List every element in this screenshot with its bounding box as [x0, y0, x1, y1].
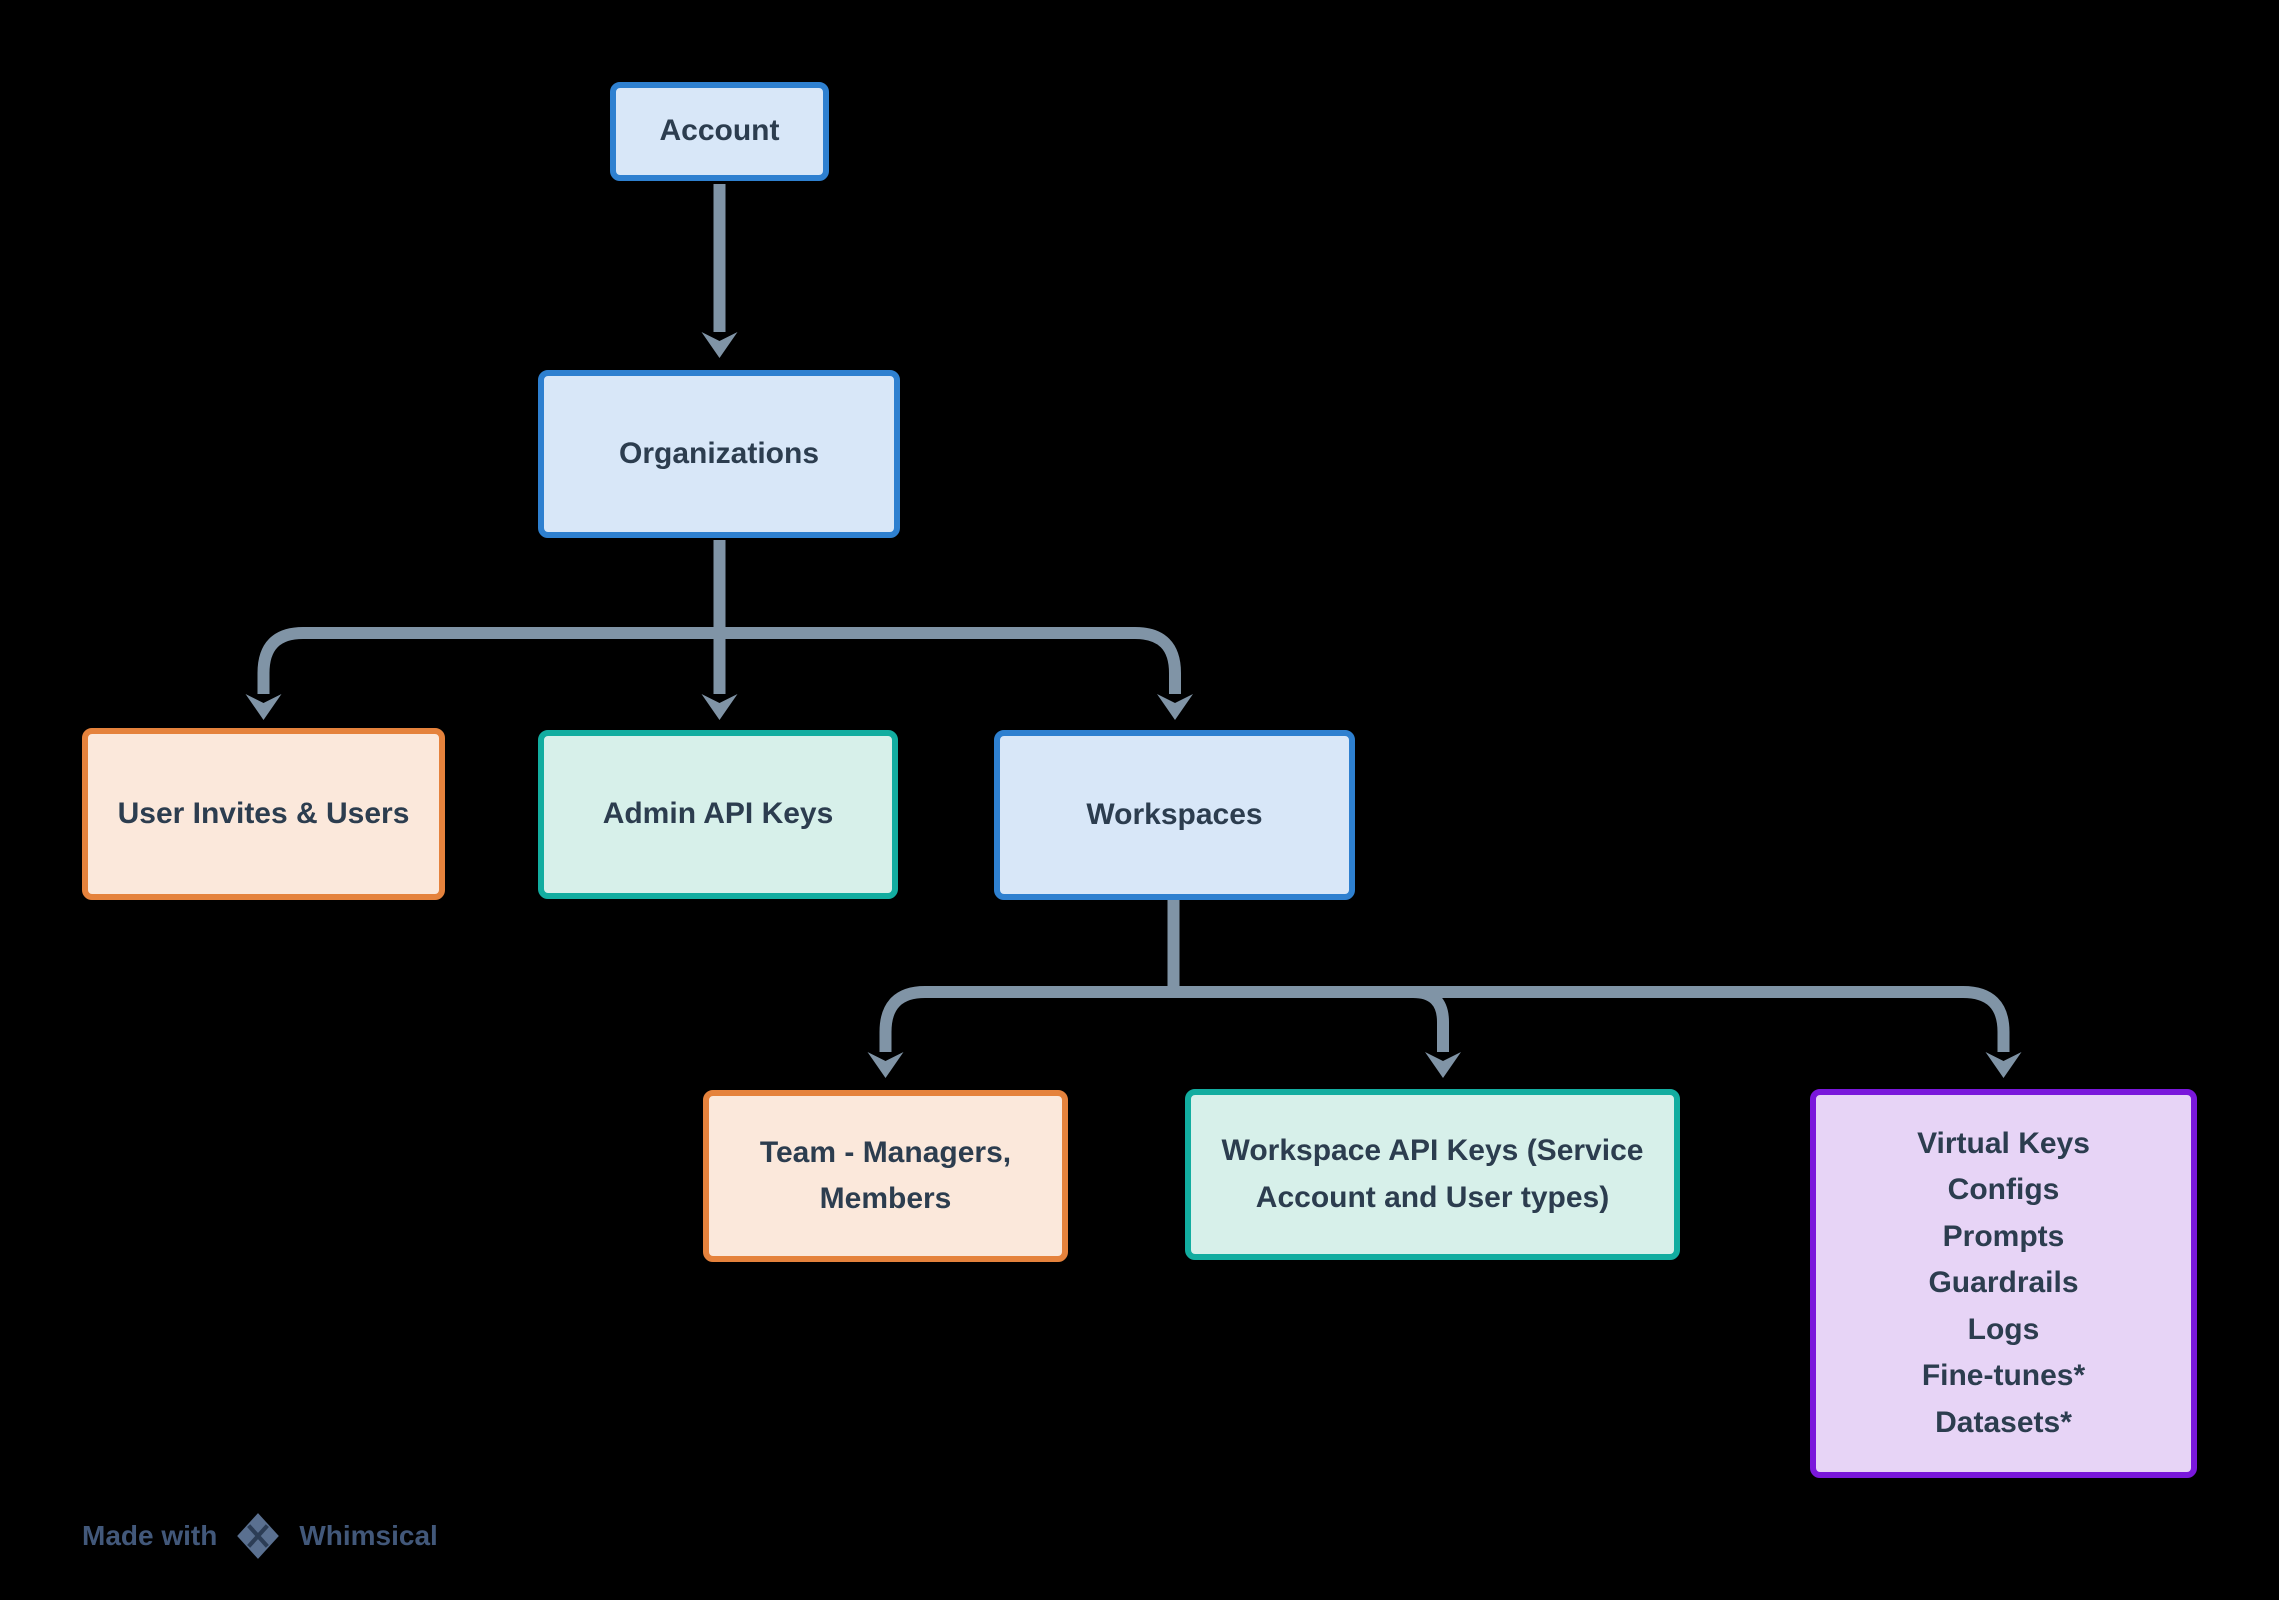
guardrails-line: Guardrails	[1928, 1266, 2079, 1300]
logs-line: Logs	[1967, 1312, 2040, 1346]
fine-tunes-line: Fine-tunes*	[1921, 1359, 2086, 1393]
node-workspaces: Workspaces	[994, 730, 1355, 900]
node-account-label: Account	[659, 114, 780, 148]
whimsical-watermark[interactable]: Made with Whimsical	[82, 1510, 438, 1562]
watermark-made-with-text: Made with	[82, 1520, 218, 1551]
watermark-brand-text: Whimsical	[299, 1520, 438, 1551]
prompts-line: Prompts	[1942, 1219, 2065, 1253]
node-organizations: Organizations	[538, 370, 900, 538]
node-admin-api-keys-label: Admin API Keys	[602, 797, 834, 831]
virtual-keys-line: Virtual Keys	[1917, 1126, 2090, 1160]
node-workspace-api-keys-label: Workspace API Keys (Service Account and …	[1221, 1134, 1644, 1214]
edge-workspaces-virtual-keys	[1173, 986, 2022, 1078]
edge-organizations-user-invites	[245, 627, 720, 720]
whimsical-logo-icon	[237, 1513, 280, 1559]
edge-organizations-workspaces	[719, 627, 1193, 720]
node-workspace-api-keys: Workspace API Keys (Service Account and …	[1185, 1089, 1680, 1260]
node-user-invites-and-users: User Invites & Users	[82, 728, 445, 900]
node-organizations-label: Organizations	[618, 436, 820, 470]
datasets-line: Datasets*	[1935, 1405, 2072, 1439]
node-account: Account	[610, 82, 829, 181]
node-workspaces-label: Workspaces	[1086, 797, 1263, 831]
node-user-invites-label: User Invites & Users	[117, 796, 410, 830]
node-virtual-keys-resources: Virtual Keys Configs Prompts Guardrails …	[1810, 1089, 2197, 1478]
node-team-label: Team - Managers, Members	[759, 1135, 1012, 1216]
edge-workspaces-workspace-api-keys	[1173, 986, 1461, 1078]
node-admin-api-keys: Admin API Keys	[538, 730, 898, 899]
edge-workspaces-team	[867, 986, 1174, 1078]
configs-line: Configs	[1947, 1173, 2060, 1207]
node-team-managers-members: Team - Managers, Members	[703, 1090, 1068, 1262]
